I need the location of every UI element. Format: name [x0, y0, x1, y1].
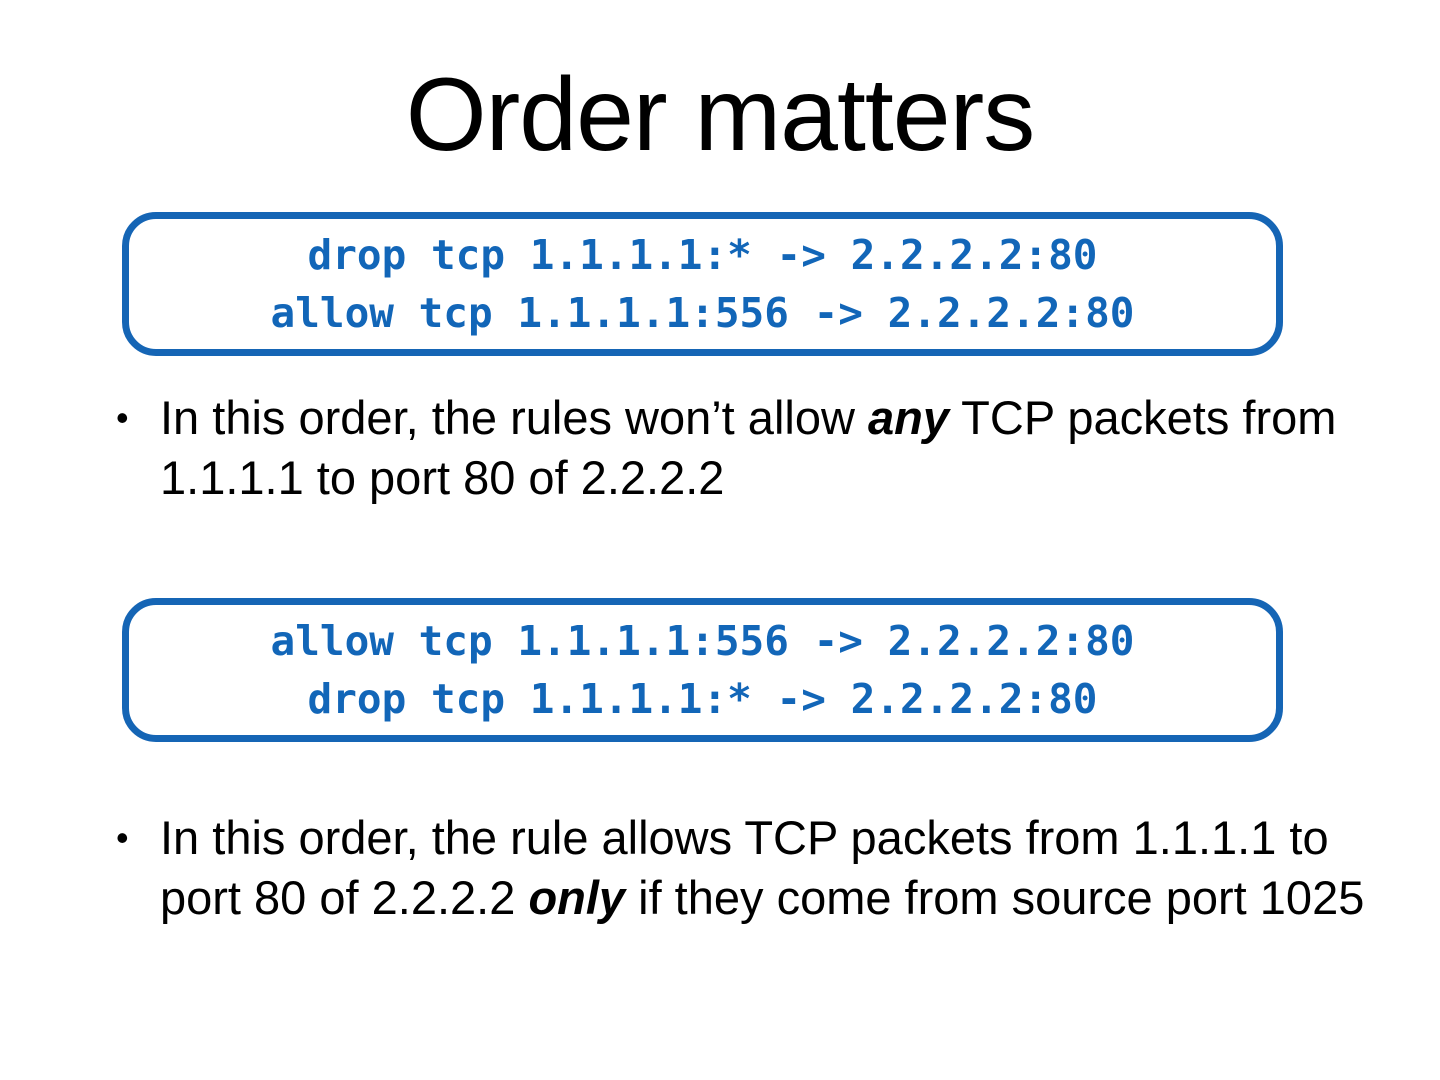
list-item: • In this order, the rules won’t allow a…	[110, 388, 1370, 508]
bullet-1-text: In this order, the rules won’t allow any…	[160, 388, 1370, 508]
bullet-point-icon: •	[116, 817, 129, 858]
bullet-2-emphasis: only	[528, 871, 626, 924]
rule-line-allow: allow tcp 1.1.1.1:556 -> 2.2.2.2:80	[270, 289, 1135, 337]
page-title: Order matters	[405, 57, 1035, 173]
rule-line-allow: allow tcp 1.1.1.1:556 -> 2.2.2.2:80	[270, 617, 1135, 665]
bullet-1-emphasis: any	[867, 391, 949, 444]
bullet-2-part1: In this order, the rule allows TCP packe…	[160, 811, 1329, 924]
bullet-point-icon: •	[116, 397, 129, 438]
bullet-1-part1: In this order, the rules won’t allow	[160, 391, 868, 444]
bullet-1-part2: TCP packets from 1.1.1.1 to port 80 of 2…	[160, 391, 1337, 504]
rule-line-drop: drop tcp 1.1.1.1:* -> 2.2.2.2:80	[307, 675, 1098, 723]
rule-line-drop: drop tcp 1.1.1.1:* -> 2.2.2.2:80	[307, 231, 1098, 279]
list-item: • In this order, the rule allows TCP pac…	[110, 808, 1370, 928]
bullet-2-part2: if they come from source port 1025	[625, 871, 1365, 924]
bullet-2-text: In this order, the rule allows TCP packe…	[160, 808, 1370, 928]
firewall-rules-box-1: drop tcp 1.1.1.1:* -> 2.2.2.2:80 allow t…	[122, 212, 1283, 356]
firewall-rules-box-2: allow tcp 1.1.1.1:556 -> 2.2.2.2:80 drop…	[122, 598, 1283, 742]
